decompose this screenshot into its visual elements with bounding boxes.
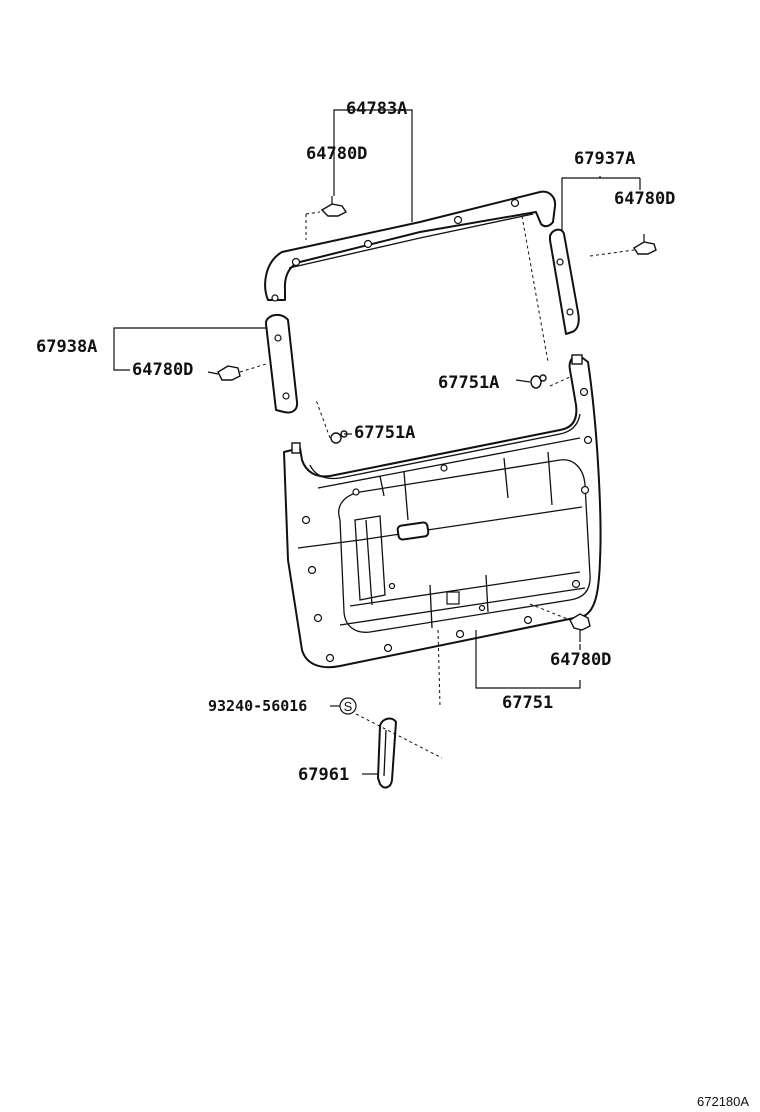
screw-symbol-icon: S [339, 697, 357, 715]
label-67751A-left: 67751A [354, 423, 415, 443]
part-labels: 64783A 64780D 67937A 64780D 67938A 64780… [36, 99, 749, 1109]
label-64780D-right: 64780D [614, 189, 675, 209]
label-64780D-left: 64780D [132, 360, 193, 380]
clip-bottom-icon [569, 613, 591, 642]
clip-right-icon [633, 234, 657, 255]
label-64780D-bottom: 64780D [550, 650, 611, 670]
upper-garnish-moulding [264, 190, 557, 302]
label-67937A: 67937A [574, 149, 635, 169]
label-67751A-right: 67751A [438, 373, 499, 393]
label-64780D-top: 64780D [306, 144, 367, 164]
screw-symbol-text: S [344, 699, 353, 714]
label-67961: 67961 [298, 765, 349, 785]
leader-lines [113, 109, 641, 775]
label-93240-56016: 93240-56016 [208, 697, 307, 715]
label-67751: 67751 [502, 693, 553, 713]
clip-top-icon [320, 196, 348, 217]
label-67938A: 67938A [36, 337, 97, 357]
right-side-garnish [549, 228, 580, 335]
diagram-reference-number: 672180A [697, 1094, 749, 1109]
pull-handle-icon [377, 717, 397, 789]
back-door-trim-board [283, 354, 602, 669]
clip-left-icon [217, 365, 241, 381]
label-64783A: 64783A [346, 99, 407, 119]
left-side-garnish [265, 314, 299, 414]
fastener-right-icon [530, 374, 547, 389]
fastener-left-icon [330, 430, 348, 444]
